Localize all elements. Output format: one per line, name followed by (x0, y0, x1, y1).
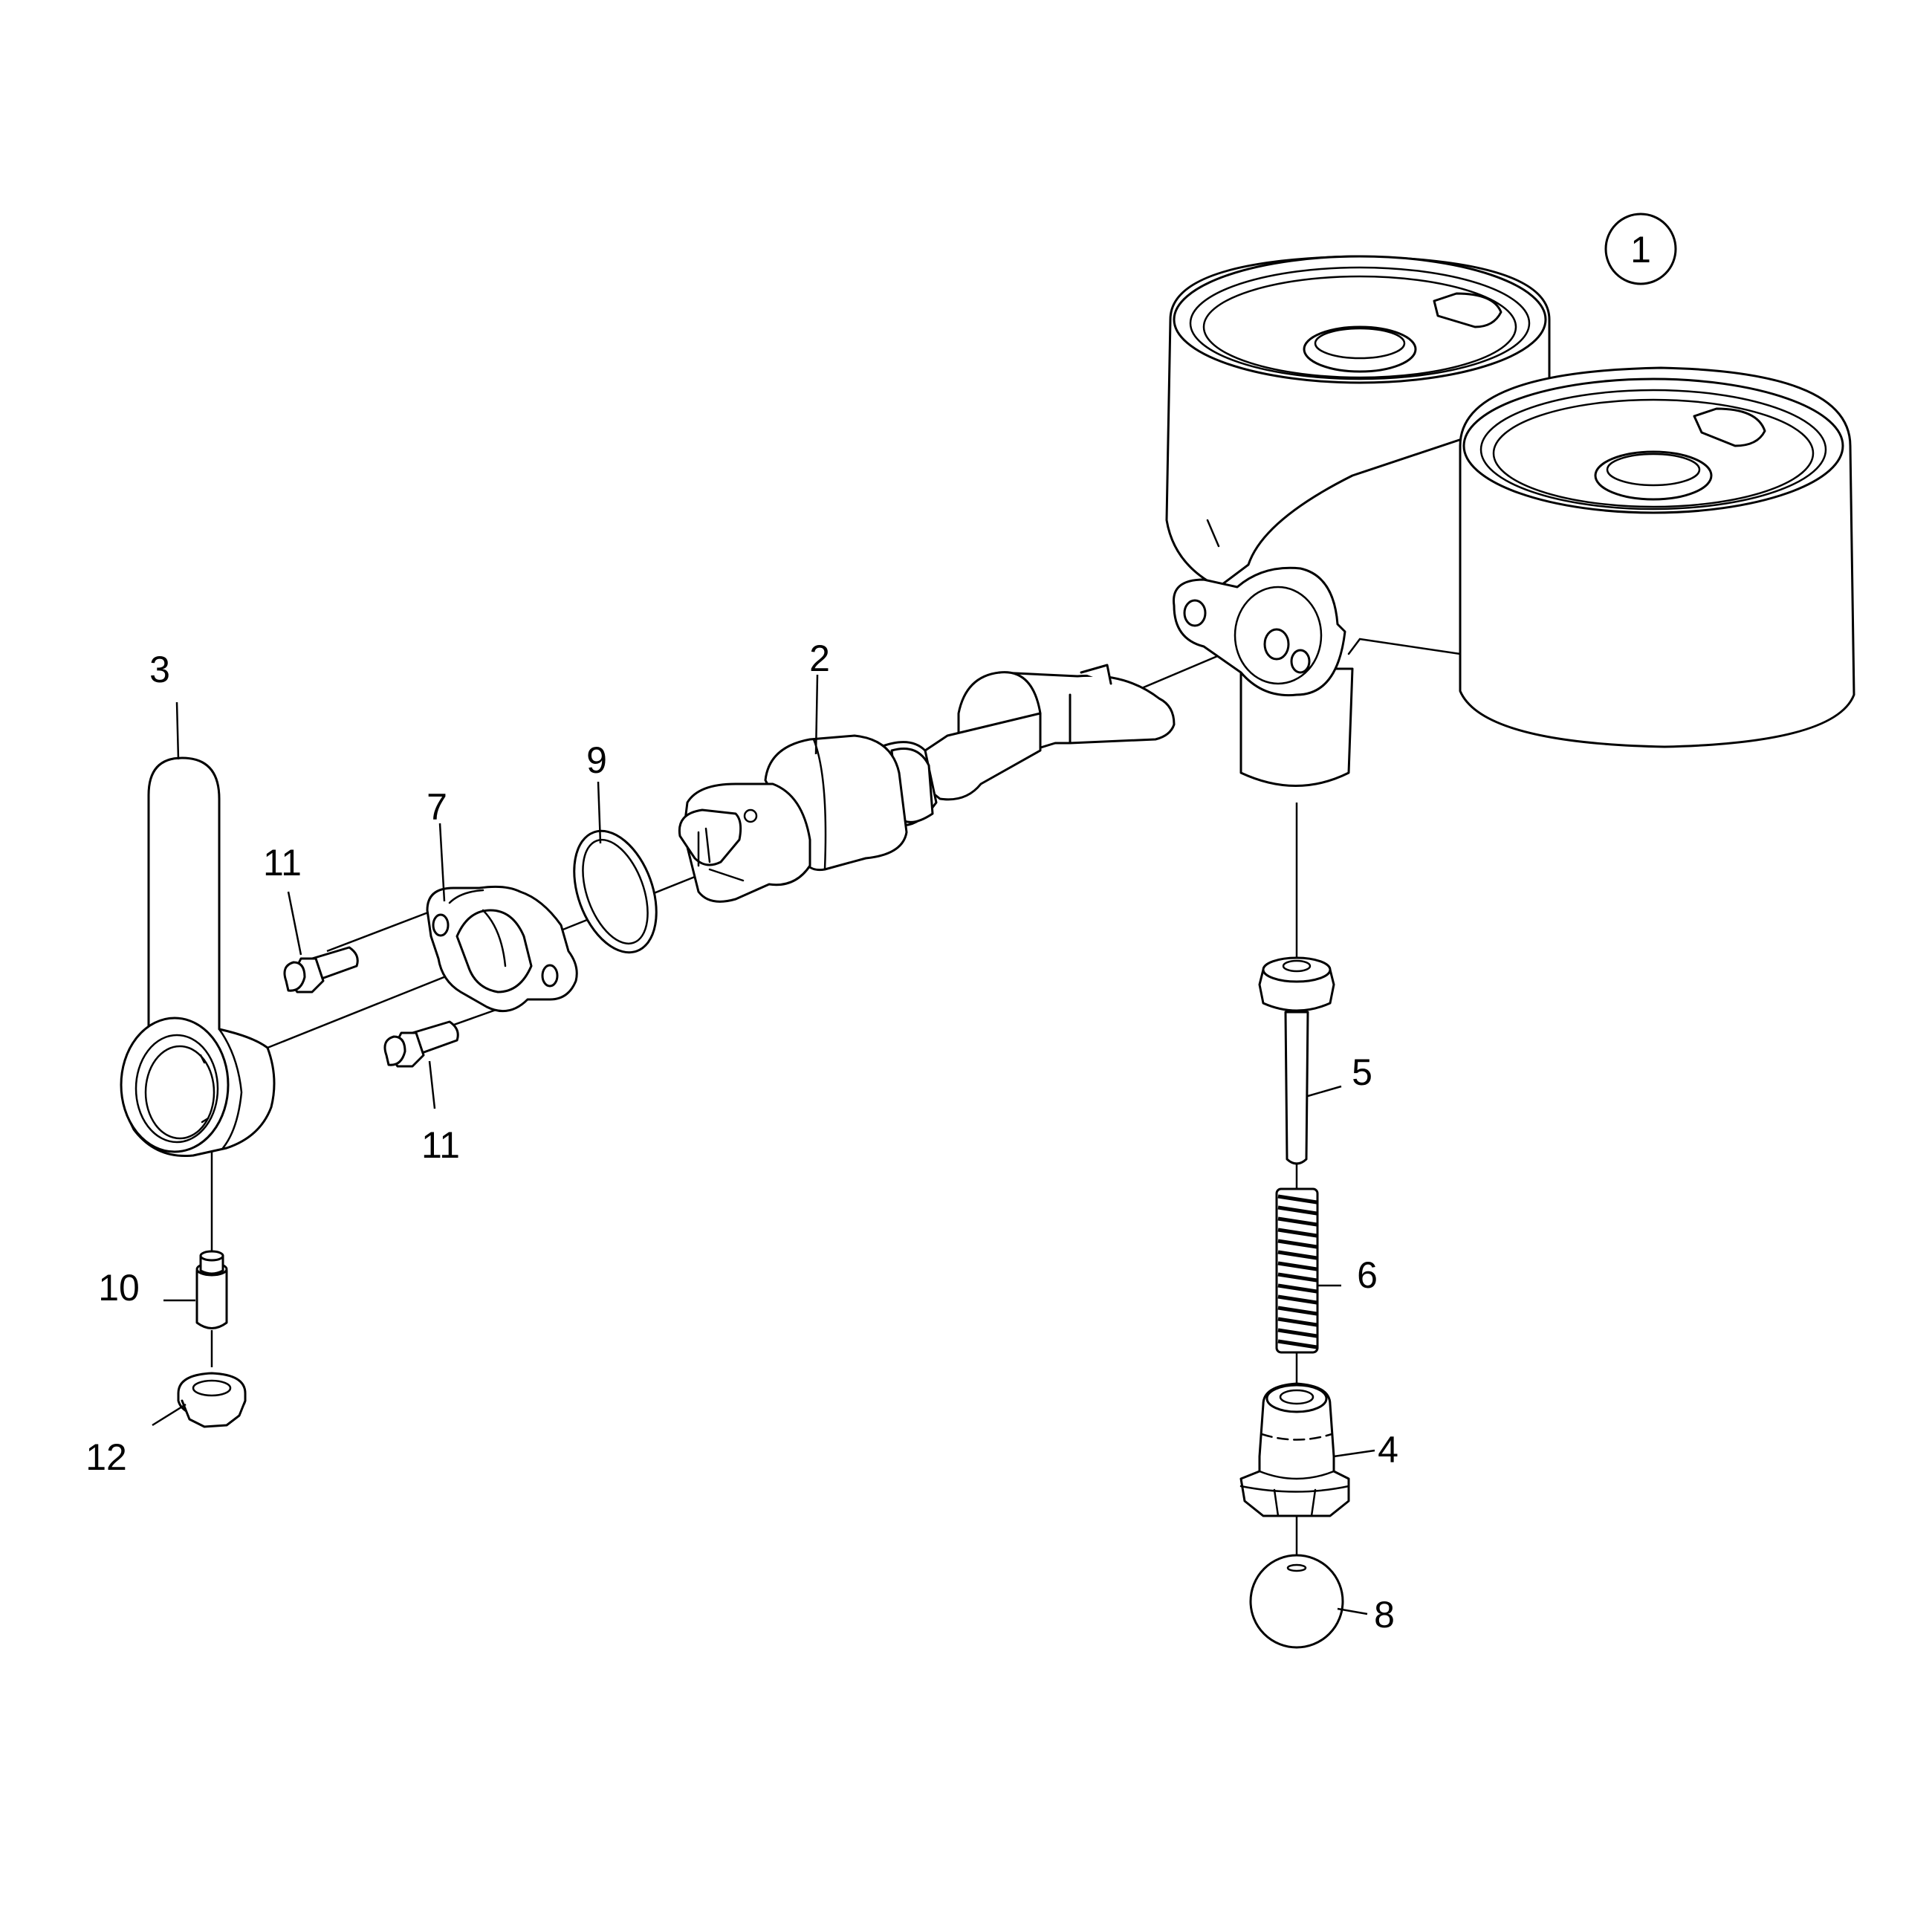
part-9-o-ring (573, 829, 658, 954)
callout-1: 1 (1604, 213, 1677, 285)
callout-2-label: 2 (809, 638, 830, 679)
part-6-spring (1275, 1187, 1319, 1354)
part-11-bolt-lower (383, 1020, 459, 1068)
callout-6-label: 6 (1357, 1254, 1378, 1296)
part-12-flange-nut (177, 1372, 247, 1428)
callout-5-label: 5 (1352, 1051, 1372, 1093)
callout-1-label: 1 (1630, 229, 1651, 270)
callout-9-label: 9 (586, 739, 607, 781)
part-11-bolt-upper (283, 946, 359, 993)
callout-8-label: 8 (1374, 1594, 1395, 1636)
part-1-filter-housing (1165, 255, 1855, 787)
assembly-axis-lines (210, 623, 1298, 1568)
part-7-flange-cover (426, 885, 578, 1013)
callout-3-label: 3 (149, 649, 170, 690)
callout-12-label: 12 (85, 1436, 127, 1478)
callout-4-label: 4 (1378, 1429, 1398, 1471)
leader-lines (152, 674, 1375, 1615)
callout-10-label: 10 (98, 1267, 140, 1309)
callout-labels: 2 3 4 5 6 7 8 9 10 11 11 12 (85, 638, 1398, 1636)
part-2-valve-cartridge (678, 664, 1176, 903)
callout-11-lower-label: 11 (421, 1124, 460, 1166)
part-8-ball (1249, 1554, 1344, 1649)
part-4-plug (1239, 1382, 1350, 1517)
part-3-lever (120, 756, 276, 1158)
part-5-plunger (1258, 956, 1335, 1165)
part-10-pin (195, 1250, 228, 1329)
callout-7-label: 7 (427, 786, 447, 828)
callout-11-upper-label: 11 (263, 842, 302, 884)
